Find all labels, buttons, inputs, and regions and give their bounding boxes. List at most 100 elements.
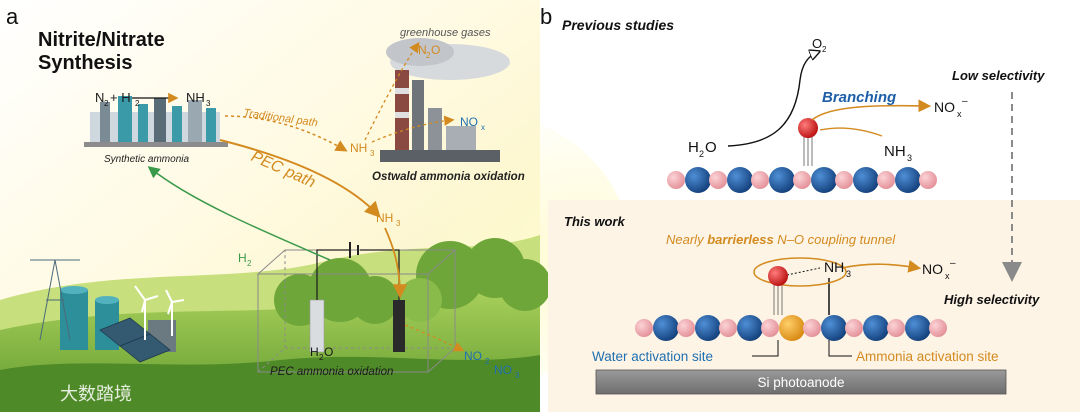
lattice-atom [835, 171, 853, 189]
ammonia-factory [84, 96, 228, 147]
nox-this-work-label: NO x – [922, 258, 956, 281]
panel-a-title-line1: Nitrite/Nitrate [38, 29, 165, 51]
haber-n2: N [95, 90, 104, 105]
nox-minus-sub: x [957, 109, 962, 119]
metal-atom [737, 315, 763, 341]
haber-nh3-sub: 3 [206, 99, 211, 108]
nox-sub: x [481, 123, 485, 132]
nox-minus-text: NO [934, 99, 955, 115]
h2o-b-sub: 2 [699, 149, 704, 159]
h2-sub: 2 [247, 259, 252, 268]
metal-atom [695, 315, 721, 341]
metal-atom [685, 167, 711, 193]
nh3-b-sub: 3 [907, 153, 912, 163]
adsorbate-bond-this-work [773, 283, 783, 315]
h2o-b-o: O [705, 139, 717, 156]
coupling-tunnel-label: Nearly barrierless N–O coupling tunnel [666, 232, 896, 247]
greenhouse-gases-label: greenhouse gases [400, 27, 491, 39]
wind-turbines [134, 285, 185, 340]
metal-atom [905, 315, 931, 341]
catalyst-row-previous [667, 167, 937, 193]
metal-atom [895, 167, 921, 193]
si-photoanode-label: Si photoanode [757, 375, 844, 390]
foreground-grass [0, 355, 540, 412]
nox-minus-sup: – [962, 96, 968, 107]
o2-text: O [812, 36, 822, 51]
lattice-atom [719, 319, 737, 337]
nox-minus-label: NO x – [934, 96, 968, 119]
this-work-label: This work [564, 214, 625, 229]
ostwald-label: Ostwald ammonia oxidation [372, 171, 525, 183]
nh3-low-label: NH 3 [376, 211, 401, 228]
lattice-atom [929, 319, 947, 337]
h2o-b-label: H 2 O [688, 139, 717, 159]
nh3-to-pec-arrow [384, 227, 408, 299]
ostwald-plant [380, 38, 510, 162]
adsorbate-bond-previous [803, 134, 813, 166]
to-nox-arrow [371, 115, 455, 143]
power-station [30, 259, 176, 363]
pec-path-arrow [219, 139, 381, 218]
oxygen-atom-previous [798, 118, 818, 138]
low-selectivity-label: Low selectivity [952, 68, 1045, 83]
nox-text: NO [460, 115, 478, 129]
high-selectivity-label: High selectivity [944, 292, 1040, 307]
nox-tw-sup: – [950, 258, 956, 269]
metal-atom [853, 167, 879, 193]
lattice-atom [803, 319, 821, 337]
no2-text: NO [464, 349, 482, 363]
haber-n2-sub: 2 [104, 99, 109, 108]
lattice-atom [761, 319, 779, 337]
catalyst-row-this-work [635, 315, 947, 341]
nh3-low-sub: 3 [396, 219, 401, 228]
lattice-atom [919, 171, 937, 189]
coupling-loop [753, 257, 847, 287]
lattice-atom [635, 319, 653, 337]
pec-oxidation-label: PEC ammonia oxidation [270, 366, 393, 378]
h2o-a-sub: 2 [319, 353, 324, 362]
si-photoanode-bar [595, 369, 1007, 395]
tunnel-post: N–O coupling tunnel [774, 232, 897, 247]
panel-a-letter: a [6, 4, 19, 29]
water-site-label: Water activation site [592, 349, 713, 364]
oxygen-atom-this-work [768, 266, 788, 286]
panel-b-letter: b [540, 4, 552, 29]
nh3-tw-text: NH [824, 259, 844, 275]
h2o-b-text: H [688, 139, 699, 156]
ammonia-site-leader [828, 340, 852, 357]
h2o-a-o: O [324, 345, 333, 359]
n2o-text: N [418, 43, 427, 57]
lattice-atom [709, 171, 727, 189]
lattice-atom [887, 319, 905, 337]
water-site-leader [752, 340, 779, 357]
haber-plus-h: + H [110, 90, 131, 105]
nox-product-arrow [841, 260, 922, 273]
no3-text: NO [494, 363, 512, 377]
synthetic-ammonia-label: Synthetic ammonia [104, 154, 189, 165]
panel-a-title-line2: Synthesis [38, 52, 132, 74]
h2-text: H [238, 251, 247, 265]
tunnel-bold: barrierless [707, 232, 774, 247]
no3-label: NO 3 [494, 363, 520, 380]
ammonia-site-label: Ammonia activation site [856, 349, 999, 364]
metal-atom [811, 167, 837, 193]
o2-sub: 2 [822, 45, 827, 54]
ammonia-site-atom [779, 315, 805, 341]
tunnel-pre: Nearly [666, 232, 707, 247]
nox-tw-sub: x [945, 271, 950, 281]
panel-b: b Previous studies O 2 Branching NO x – … [540, 4, 1080, 412]
nh3-mid-text: NH [350, 141, 367, 155]
lattice-atom [751, 171, 769, 189]
n2o-label: N 2 O [418, 43, 440, 60]
metal-atom [821, 315, 847, 341]
lattice-atom [793, 171, 811, 189]
lattice-atom [677, 319, 695, 337]
h2-arrow [147, 166, 331, 261]
lattice-atom [845, 319, 863, 337]
n2o-o: O [431, 43, 440, 57]
nh3-low-text: NH [376, 211, 393, 225]
panel-a: a Nitrite/Nitrate Synthesis N 2 + H 2 NH… [0, 0, 630, 412]
nh3-b-text: NH [884, 143, 906, 160]
